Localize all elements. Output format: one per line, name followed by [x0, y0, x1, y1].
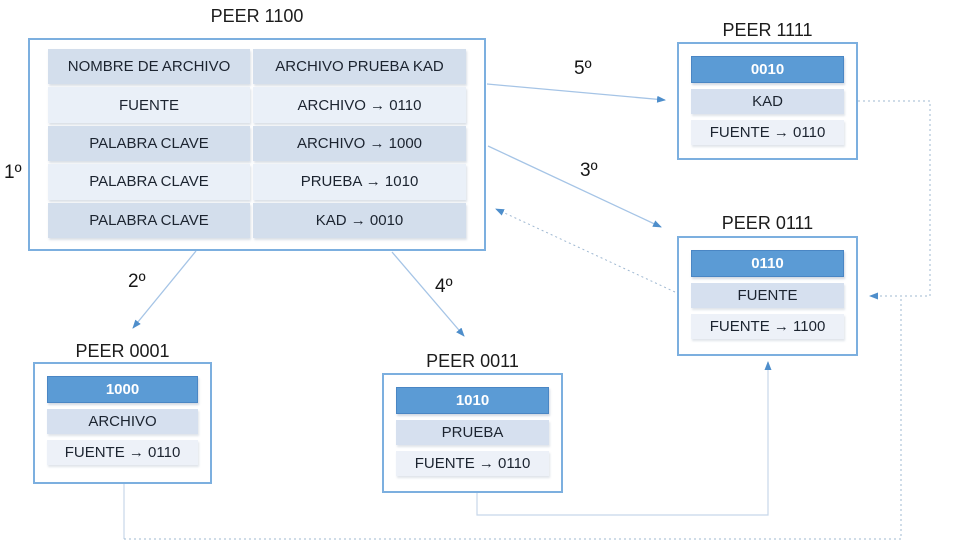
- table-cell-value: KAD → 0010: [253, 202, 466, 238]
- step-label-1: 1º: [4, 162, 22, 183]
- step-label-2: 2º: [128, 271, 146, 292]
- peer-1111-box: 0010 KAD FUENTE → 0110: [677, 42, 858, 160]
- peer-1100-title: PEER 1100: [210, 6, 304, 26]
- table-row: PALABRA CLAVE ARCHIVO → 1000: [48, 125, 466, 162]
- arrow-step-3: [487, 145, 662, 228]
- peer-0111-title: PEER 0111: [721, 213, 814, 233]
- table-row: PALABRA CLAVE KAD → 0010: [48, 202, 466, 238]
- link-0011-to-0111: [476, 361, 772, 516]
- peer-keyword: PRUEBA: [396, 420, 549, 445]
- peer-source-ref: FUENTE → 0110: [396, 451, 549, 476]
- peer-0001-title: PEER 0001: [75, 341, 170, 361]
- table-cell-value: ARCHIVO → 0110: [253, 87, 466, 123]
- peer-0001-box: 1000 ARCHIVO FUENTE → 0110: [33, 362, 212, 484]
- arrow-step-5: [486, 83, 666, 103]
- table-cell-key: PALABRA CLAVE: [48, 125, 250, 162]
- peer-source-ref: FUENTE → 1100: [691, 314, 844, 339]
- table-cell-value: PRUEBA → 1010: [253, 164, 466, 200]
- peer-node-id: 0010: [691, 56, 844, 83]
- step-label-5: 5º: [574, 58, 592, 79]
- peer-keyword: ARCHIVO: [47, 409, 198, 434]
- step-label-3: 3º: [580, 160, 598, 181]
- table-row: NOMBRE DE ARCHIVO ARCHIVO PRUEBA KAD: [48, 49, 466, 85]
- peer-0011-box: 1010 PRUEBA FUENTE → 0110: [382, 373, 563, 493]
- peer-1111-title: PEER 1111: [722, 20, 813, 40]
- table-cell-key: NOMBRE DE ARCHIVO: [48, 49, 250, 85]
- peer-node-id: 1000: [47, 376, 198, 403]
- peer-1100-box: NOMBRE DE ARCHIVO ARCHIVO PRUEBA KAD FUE…: [28, 38, 486, 251]
- dotted-link-0001-to-0111: [124, 298, 902, 540]
- table-cell-key: PALABRA CLAVE: [48, 202, 250, 238]
- arrow-step-4: [391, 251, 465, 337]
- table-cell-value: ARCHIVO PRUEBA KAD: [253, 49, 466, 85]
- table-row: FUENTE ARCHIVO → 0110: [48, 87, 466, 123]
- peer-source-ref: FUENTE → 0110: [47, 440, 198, 465]
- table-cell-value: ARCHIVO → 1000: [253, 125, 466, 162]
- peer-0111-box: 0110 FUENTE FUENTE → 1100: [677, 236, 858, 356]
- peer-node-id: 1010: [396, 387, 549, 414]
- table-cell-key: PALABRA CLAVE: [48, 164, 250, 200]
- dotted-link-1111-to-0111: [858, 100, 931, 300]
- peer-node-id: 0110: [691, 250, 844, 277]
- peer-keyword: FUENTE: [691, 283, 844, 308]
- step-label-4: 4º: [435, 276, 453, 297]
- peer-keyword: KAD: [691, 89, 844, 114]
- table-cell-key: FUENTE: [48, 87, 250, 123]
- peer-1100-table: NOMBRE DE ARCHIVO ARCHIVO PRUEBA KAD FUE…: [48, 49, 466, 238]
- arrow-step-2: [132, 250, 197, 329]
- table-row: PALABRA CLAVE PRUEBA → 1010: [48, 164, 466, 200]
- peer-0011-title: PEER 0011: [426, 351, 519, 371]
- peer-source-ref: FUENTE → 0110: [691, 120, 844, 145]
